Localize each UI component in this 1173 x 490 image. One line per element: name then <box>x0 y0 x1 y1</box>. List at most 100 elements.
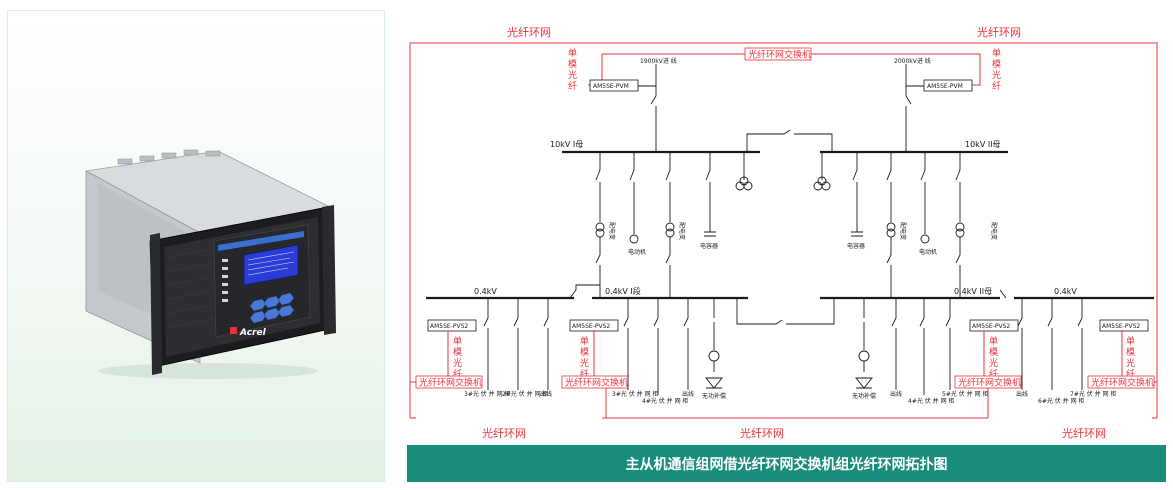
pvm-box-left <box>589 79 639 92</box>
feeder-transformer-2: 配电变 <box>665 152 686 298</box>
bus-04kv-2-label: 0.4kV II母 <box>954 287 992 296</box>
svg-text:模: 模 <box>580 347 589 358</box>
bus-10kv-1-label: 10kV I母 <box>550 140 583 149</box>
fiber-label-top-right: 单 模 光 纤 <box>992 47 1001 92</box>
svg-text:单: 单 <box>580 335 589 347</box>
svg-text:光纤环网交换机: 光纤环网交换机 <box>419 377 482 389</box>
reactive-comp-left: 无功补偿 <box>702 350 726 400</box>
outlet-label-3: 出线 <box>890 390 902 398</box>
bus-04kv-1-label: 0.4kV I段 <box>605 286 641 296</box>
svg-text:单: 单 <box>1126 335 1135 347</box>
feeder-motor-2: 电动机 <box>919 152 937 256</box>
svg-text:光: 光 <box>568 69 577 81</box>
svg-text:光纤环网交换机: 光纤环网交换机 <box>958 377 1021 389</box>
pv-cabinet-label-6: 5#光 伏 并 网 柜 <box>942 390 988 398</box>
outlet-label-4: 出线 <box>1016 390 1028 398</box>
svg-text:电容器: 电容器 <box>847 242 865 250</box>
svg-text:光: 光 <box>580 357 589 369</box>
ring-label-bm: 光纤环网 <box>740 426 784 440</box>
svg-text:光纤环网交换机: 光纤环网交换机 <box>565 377 628 389</box>
caption-bar: 主从机通信组网借光纤环网交换机组光纤环网拓扑图 <box>407 445 1166 482</box>
product-image-panel: Acrel <box>7 10 385 482</box>
bus-10kv-2-label: 10kV II母 <box>965 140 1001 149</box>
svg-text:光纤环网交换机: 光纤环网交换机 <box>1091 377 1154 389</box>
feeder-capacitor-2: 电容器 <box>847 152 865 250</box>
svg-text:纤: 纤 <box>989 368 998 380</box>
brand-mark-icon <box>230 327 237 334</box>
svg-text:AM5SE-PVS2: AM5SE-PVS2 <box>972 323 1010 330</box>
svg-text:纤: 纤 <box>992 80 1001 92</box>
pt-right <box>813 152 831 191</box>
pv-cabinet-label-7: 6#光 伏 并 网 柜 <box>1038 397 1084 405</box>
pv-cabinet-label-3: 3#光 伏 并 网 柜 <box>612 390 658 398</box>
outlet-label-2: 出线 <box>682 390 694 398</box>
low-branches <box>483 298 1083 395</box>
pt-left <box>735 152 753 191</box>
brand-logo: Acrel <box>239 328 267 338</box>
fiber-label-top-left: 单 模 光 纤 <box>568 47 577 92</box>
svg-text:纤: 纤 <box>1126 368 1135 380</box>
svg-text:模: 模 <box>568 59 577 70</box>
svg-text:纤: 纤 <box>568 80 577 92</box>
svg-text:模: 模 <box>989 347 998 358</box>
svg-text:单: 单 <box>453 335 462 347</box>
svg-text:单: 单 <box>568 47 577 59</box>
svg-text:光: 光 <box>989 357 998 369</box>
feeder-transformer-1: 配电变 <box>595 152 616 298</box>
feeder-transformer-3: 配电变 <box>886 152 907 298</box>
topology-diagram: .rl{stroke:#e8333b;stroke-width:1;fill:n… <box>402 0 1173 445</box>
svg-text:无功补偿: 无功补偿 <box>852 392 876 400</box>
svg-text:光: 光 <box>992 69 1001 81</box>
svg-text:配电变: 配电变 <box>990 222 998 240</box>
svg-text:单: 单 <box>989 335 998 347</box>
topology-svg: .rl{stroke:#e8333b;stroke-width:1;fill:n… <box>409 25 1158 440</box>
svg-text:电动机: 电动机 <box>919 248 937 256</box>
svg-text:光: 光 <box>453 357 462 369</box>
svg-text:配电变: 配电变 <box>899 222 907 240</box>
outlet-label-1: 出线 <box>540 390 552 398</box>
svg-text:纤: 纤 <box>453 368 462 380</box>
fiber-label-low-4: 单 模 光 纤 <box>1126 335 1135 380</box>
pvs2-box-1 <box>427 319 477 332</box>
feeder-capacitor-1: 电容器 <box>700 152 718 250</box>
svg-text:纤: 纤 <box>580 368 589 380</box>
fiber-label-low-2: 单 模 光 纤 <box>580 335 589 380</box>
feeder-transformer-4: 配电变 <box>955 152 998 298</box>
svg-text:AM5SE-PVS2: AM5SE-PVS2 <box>1102 323 1140 330</box>
svg-text:无功补偿: 无功补偿 <box>702 392 726 400</box>
pv-cabinet-label-5: 4#光 伏 并 网 柜 <box>908 397 954 405</box>
ring-label-br: 光纤环网 <box>1062 426 1106 440</box>
svg-text:模: 模 <box>1126 347 1135 358</box>
svg-text:电动机: 电动机 <box>628 248 646 256</box>
ring-switch-low-3 <box>954 375 1022 389</box>
svg-text:配电变: 配电变 <box>678 222 686 240</box>
ring-label-tl: 光纤环网 <box>507 25 551 39</box>
svg-text:光: 光 <box>1126 357 1135 369</box>
pvm-box-right <box>923 79 973 92</box>
pv-cabinet-label-1: 3#光 伏 并 网 柜 <box>464 390 510 398</box>
diagram-caption: 主从机通信组网借光纤环网交换机组光纤环网拓扑图 <box>625 456 948 473</box>
pv-cabinet-label-8: 7#光 伏 并 网 柜 <box>1070 390 1116 398</box>
bus-04kv-a-label: 0.4kV <box>474 287 497 296</box>
fiber-label-low-1: 单 模 光 纤 <box>453 335 462 380</box>
incoming-line-1: 1900kV进 线 <box>640 57 677 65</box>
ring-label-tr: 光纤环网 <box>977 25 1021 39</box>
pvm-label-right: AM5SE-PVM <box>927 83 963 90</box>
pvm-label-left: AM5SE-PVM <box>593 83 629 90</box>
pv-cabinet-label-2: 2#光 伏 并 网 柜 <box>502 390 548 398</box>
fiber-label-low-3: 单 模 光 纤 <box>989 335 998 380</box>
protection-device-image: Acrel <box>84 149 336 379</box>
svg-text:配电变: 配电变 <box>608 222 616 240</box>
reactive-comp-right: 无功补偿 <box>852 350 876 400</box>
incoming-line-2: 2000kV进 线 <box>894 57 931 65</box>
pv-cabinet-label-4: 4#光 伏 并 网 柜 <box>642 397 688 405</box>
feeder-motor-1: 电动机 <box>628 152 646 256</box>
pvs2-box-4 <box>1099 319 1149 332</box>
svg-text:AM5SE-PVS2: AM5SE-PVS2 <box>430 323 468 330</box>
bus-04kv-b-label: 0.4kV <box>1054 287 1077 296</box>
ring-label-bl: 光纤环网 <box>482 426 526 440</box>
svg-text:模: 模 <box>992 59 1001 70</box>
svg-text:单: 单 <box>992 47 1001 59</box>
svg-text:模: 模 <box>453 347 462 358</box>
svg-text:电容器: 电容器 <box>700 242 718 250</box>
